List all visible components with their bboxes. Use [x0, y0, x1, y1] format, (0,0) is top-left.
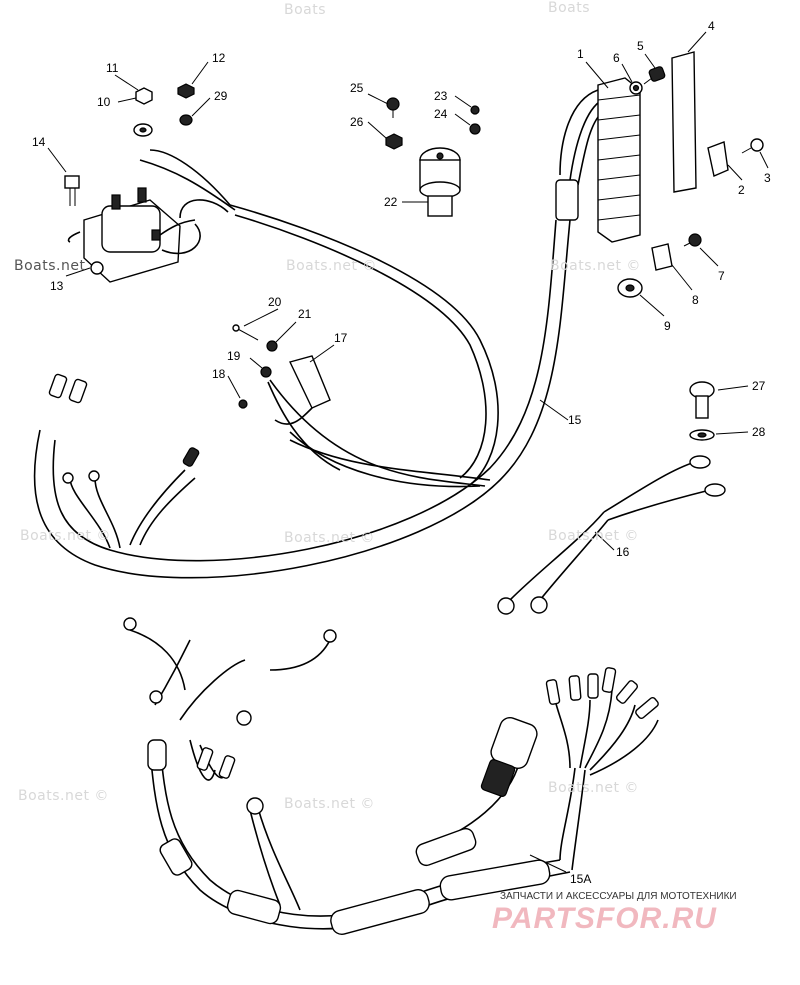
callout-28: 28: [752, 425, 766, 439]
washer-24: [469, 123, 481, 135]
callout-15: 15: [568, 413, 582, 427]
watermark: Boats.net: [14, 258, 86, 274]
washer-10: [133, 123, 153, 137]
callout-23: 23: [434, 89, 448, 103]
watermark: Boats.net ©: [284, 796, 375, 812]
clip-2: [707, 141, 729, 177]
callout-29: 29: [214, 89, 228, 103]
watermark: Boats.net ©: [284, 530, 375, 546]
washer-19: [260, 366, 272, 378]
callout-8: 8: [692, 293, 699, 307]
nut-12: [177, 83, 195, 99]
callout-22: 22: [384, 195, 398, 209]
nut-26: [385, 133, 403, 150]
callout-4: 4: [708, 19, 715, 33]
watermark: Boats.net ©: [286, 258, 377, 274]
watermark: Boats.net ©: [550, 258, 641, 274]
screw-3: [741, 138, 764, 154]
sender-22: [419, 147, 461, 217]
callout-6: 6: [613, 51, 620, 65]
callout-labels: 1 2 3 4 5 6 7 8 9 10 11 12 13 14 15 15A …: [32, 19, 771, 886]
watermark: Boats: [548, 0, 591, 16]
clamp-9: [617, 278, 643, 298]
leader-lines: [47, 31, 769, 873]
nut-11: [135, 87, 153, 105]
callout-13: 13: [50, 279, 64, 293]
battery-cables-16: [497, 455, 726, 615]
starter-solenoid: [67, 187, 201, 283]
terminal-block: [555, 77, 641, 243]
bolt-27: [689, 381, 715, 419]
watermark: Boats.net ©: [20, 528, 111, 544]
watermark: Boats.net ©: [548, 528, 639, 544]
tape-strip: [671, 51, 697, 193]
washer-29: [179, 114, 193, 126]
screw-20: [232, 324, 259, 341]
callout-25: 25: [350, 81, 364, 95]
wire-harness-15a: [123, 617, 659, 935]
watermark: Boats: [284, 2, 327, 18]
watermark: Boats.net ©: [548, 780, 639, 796]
watermark: Boats.net ©: [18, 788, 109, 804]
wire-harness-15: [33, 89, 606, 579]
screw-5: [643, 66, 666, 85]
callout-16: 16: [616, 545, 630, 559]
screw-25: [386, 97, 400, 118]
screw-7: [683, 233, 702, 247]
callout-1: 1: [577, 47, 584, 61]
callout-2: 2: [738, 183, 745, 197]
callout-11: 11: [106, 61, 119, 75]
callout-19: 19: [227, 349, 241, 363]
callout-7: 7: [718, 269, 725, 283]
screw-18: [238, 399, 248, 409]
bolt-14: [64, 175, 80, 206]
callout-9: 9: [664, 319, 671, 333]
washer-28: [689, 429, 715, 441]
callout-18: 18: [212, 367, 226, 381]
callout-12: 12: [212, 51, 226, 65]
clip-8: [651, 243, 673, 271]
callout-26: 26: [350, 115, 364, 129]
washer-6: [629, 81, 643, 95]
callout-24: 24: [434, 107, 448, 121]
callout-21: 21: [298, 307, 312, 321]
callout-27: 27: [752, 379, 766, 393]
switch-17: [274, 355, 331, 425]
brand-logo: PARTSFOR.RU: [492, 902, 717, 935]
callout-3: 3: [764, 171, 771, 185]
callout-14: 14: [32, 135, 46, 149]
washer-21: [266, 340, 278, 352]
callout-15a: 15A: [570, 872, 591, 886]
callout-10: 10: [97, 95, 111, 109]
callout-20: 20: [268, 295, 282, 309]
brand-tagline: ЗАПЧАСТИ И АКСЕССУАРЫ ДЛЯ МОТОТЕХНИКИ: [500, 891, 737, 902]
callout-17: 17: [334, 331, 348, 345]
nut-23: [470, 105, 480, 115]
callout-5: 5: [637, 39, 644, 53]
